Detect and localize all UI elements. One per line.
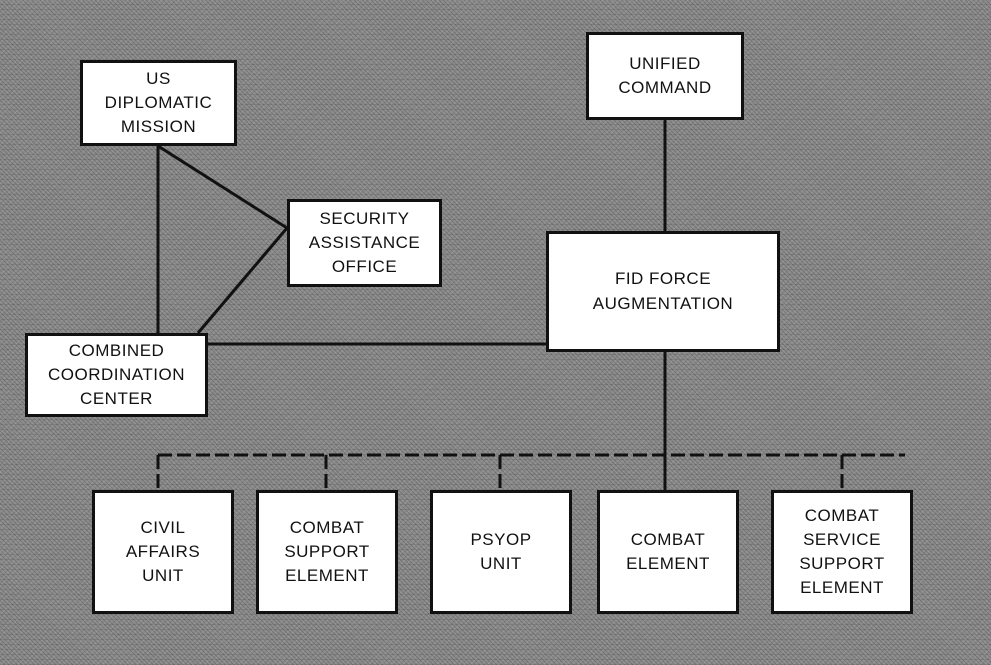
combat-service-support-element-box: COMBAT SERVICE SUPPORT ELEMENT bbox=[771, 490, 913, 614]
unified-command-box: UNIFIED COMMAND bbox=[586, 32, 744, 120]
line-sao-to-ccc bbox=[196, 227, 289, 334]
security-assistance-office-box: SECURITY ASSISTANCE OFFICE bbox=[287, 199, 442, 287]
civil-affairs-unit-box: CIVIL AFFAIRS UNIT bbox=[92, 490, 234, 614]
fid-force-augmentation-box: FID FORCE AUGMENTATION bbox=[546, 231, 780, 352]
combat-element-box: COMBAT ELEMENT bbox=[597, 490, 739, 614]
psyop-unit-box: PSYOP UNIT bbox=[430, 490, 572, 614]
combined-coordination-center-box: COMBINED COORDINATION CENTER bbox=[25, 333, 208, 417]
us-diplomatic-mission-box: US DIPLOMATIC MISSION bbox=[80, 60, 237, 146]
combat-support-element-box: COMBAT SUPPORT ELEMENT bbox=[256, 490, 398, 614]
line-diplomatic-to-sao bbox=[157, 144, 288, 230]
